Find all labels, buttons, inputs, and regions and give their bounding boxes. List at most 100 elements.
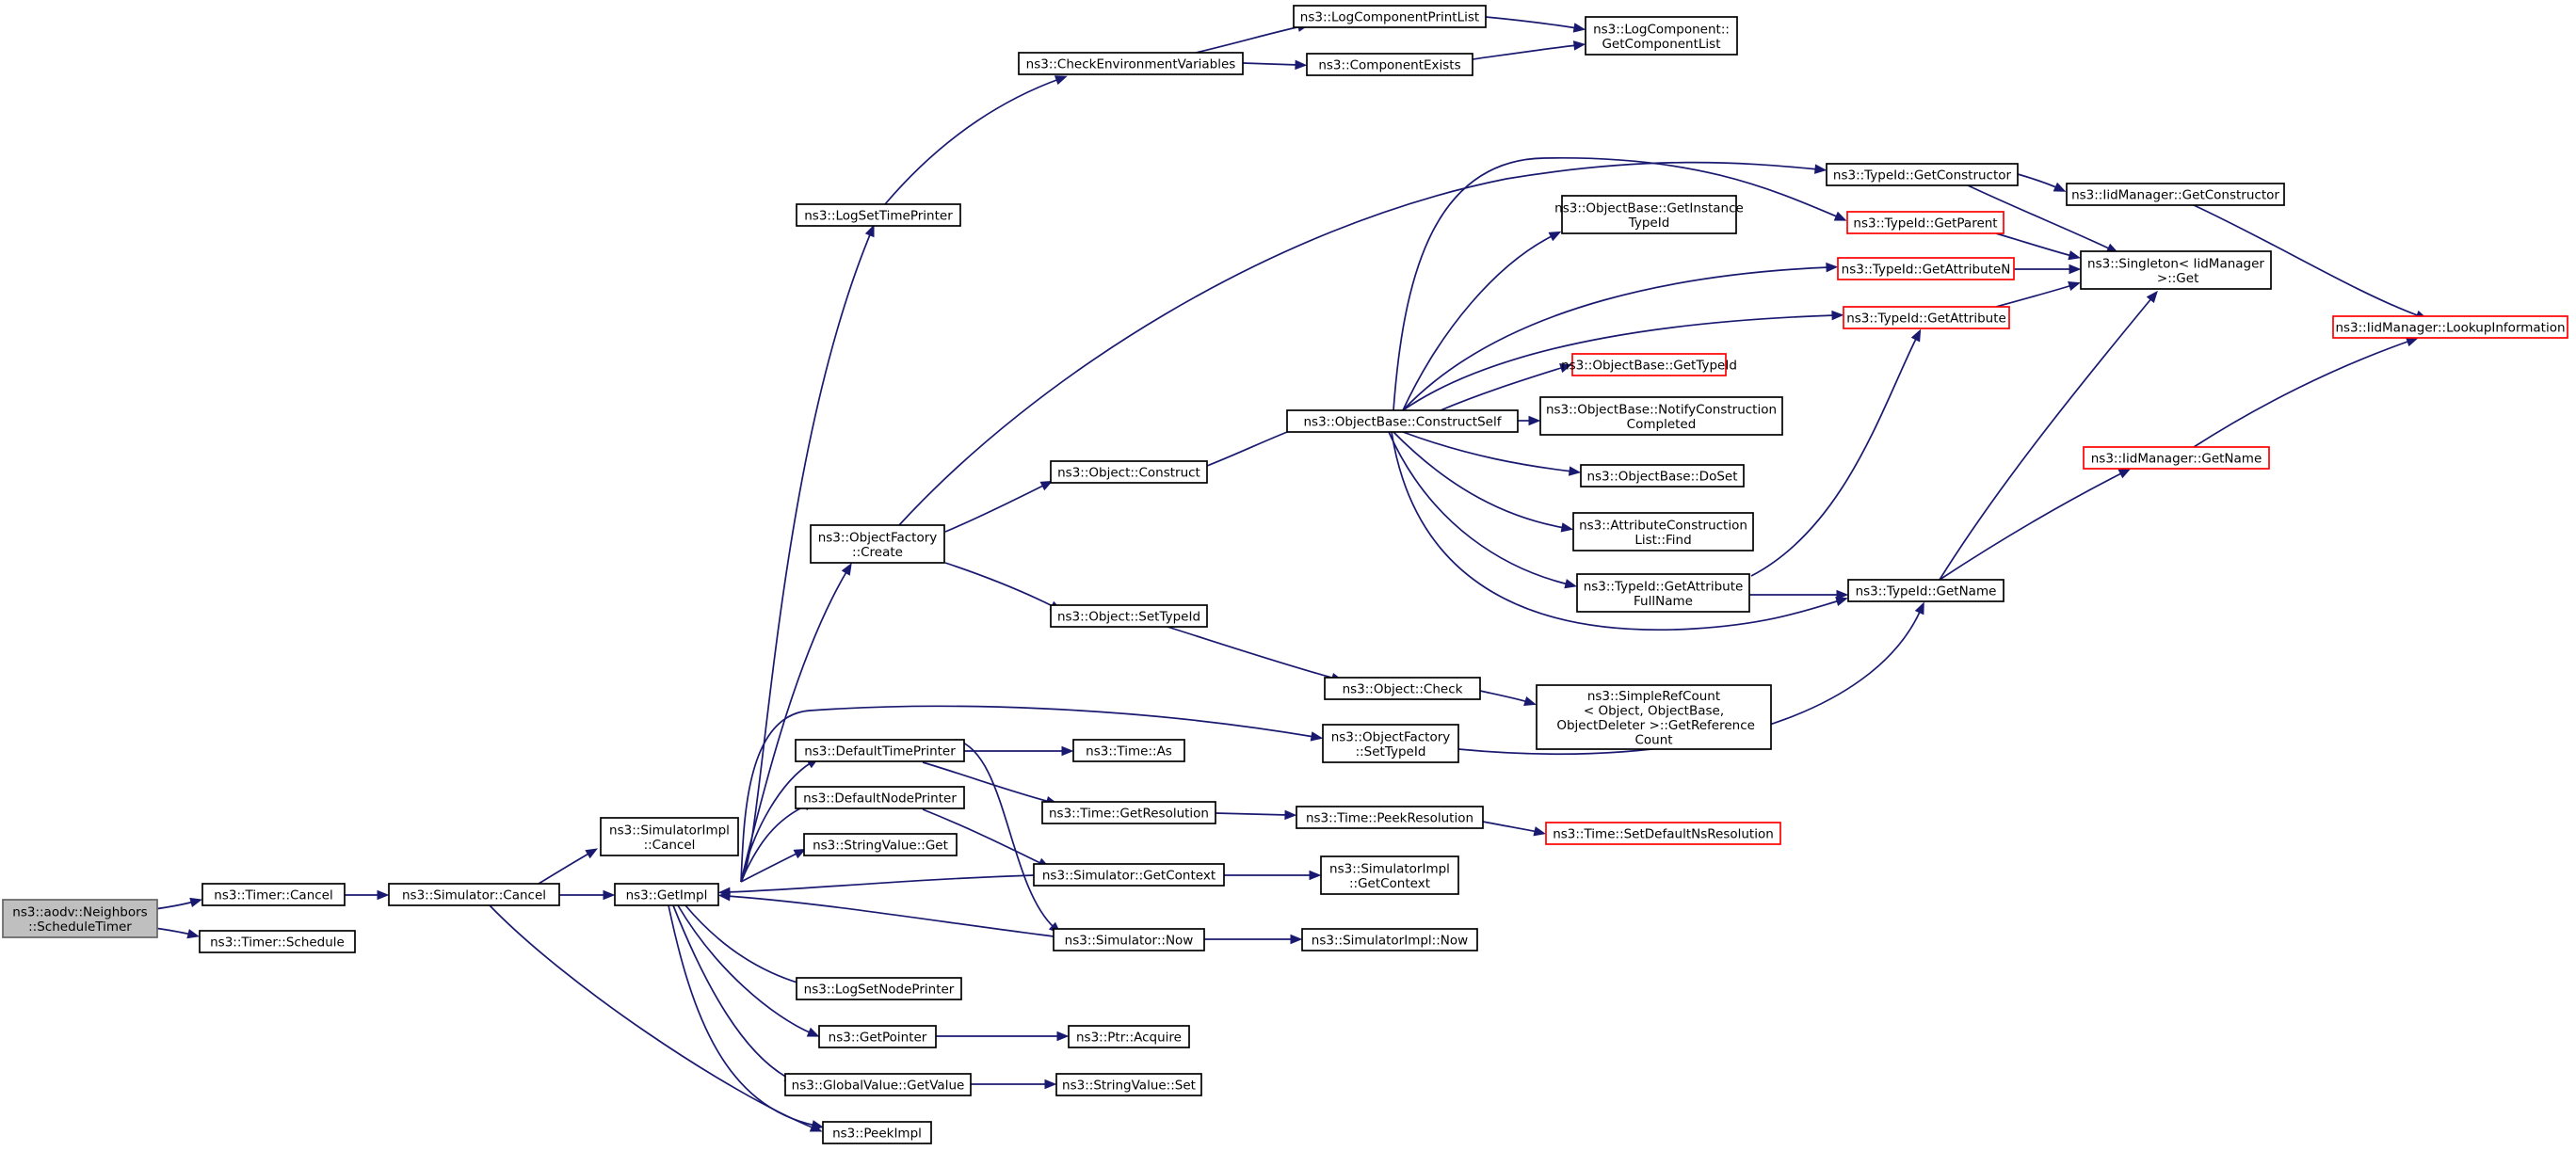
- node-label: ns3::Object::Check: [1343, 682, 1463, 697]
- edge-n38-to-n33: [1995, 232, 2082, 261]
- edge-arrowhead: [2053, 182, 2067, 192]
- function-node[interactable]: ns3::CheckEnvironmentVariables: [1018, 52, 1244, 75]
- node-label: TypeId: [1628, 216, 1670, 231]
- function-node[interactable]: ns3::ObjectFactory::Create: [810, 524, 945, 564]
- edge-line: [2193, 340, 2411, 448]
- function-node[interactable]: ns3::LogSetNodePrinter: [796, 977, 962, 1000]
- node-label: ns3::PeekImpl: [832, 1127, 922, 1142]
- node-label: ns3::TypeId::GetAttribute: [1584, 579, 1744, 594]
- edge-arrowhead: [1309, 870, 1322, 881]
- edge-n0-to-n1: [153, 897, 203, 910]
- edge-line: [1995, 232, 2073, 257]
- node-label: ns3::GetImpl: [626, 888, 708, 903]
- function-node[interactable]: ns3::ObjectBase::DoSet: [1580, 464, 1745, 488]
- edge-n29-to-n38: [1393, 156, 1847, 411]
- function-node[interactable]: ns3::TypeId::GetConstructor: [1826, 163, 2019, 186]
- node-box: [1571, 353, 1727, 376]
- edge-line: [922, 808, 1043, 865]
- function-node[interactable]: ns3::Simulator::Now: [1053, 928, 1205, 951]
- function-node[interactable]: ns3::Singleton< IidManager >::Get: [2080, 250, 2272, 290]
- function-node[interactable]: ns3::GetImpl: [614, 883, 719, 906]
- function-nodes: ns3::aodv::Neighbors::ScheduleTimerns3::…: [2, 5, 2568, 1144]
- function-node[interactable]: ns3::DefaultTimePrinter: [795, 739, 965, 762]
- edge-arrowhead: [2146, 290, 2158, 304]
- function-node[interactable]: ns3::DefaultNodePrinter: [795, 786, 965, 809]
- function-node[interactable]: ns3::Time::GetResolution: [1041, 801, 1216, 824]
- root-function-node[interactable]: ns3::aodv::Neighbors::ScheduleTimer: [2, 899, 158, 938]
- node-box: [2083, 446, 2270, 470]
- node-box: [2066, 183, 2285, 206]
- function-node[interactable]: ns3::LogComponentPrintList: [1293, 5, 1487, 28]
- function-node[interactable]: ns3::ObjectBase::ConstructSelf: [1286, 409, 1519, 433]
- function-node[interactable]: ns3::GlobalValue::GetValue: [784, 1073, 972, 1096]
- edge-line: [668, 904, 816, 1127]
- edge-line: [1195, 25, 1302, 54]
- function-node[interactable]: ns3::SimulatorImpl::Now: [1301, 928, 1478, 951]
- edge-line: [1402, 266, 1830, 411]
- function-node[interactable]: ns3::Time::SetDefaultNsResolution: [1545, 822, 1781, 845]
- function-node[interactable]: ns3::TypeId::GetParent: [1846, 211, 2004, 234]
- edge-arrowhead: [1310, 731, 1324, 742]
- function-node[interactable]: ns3::Ptr::Acquire: [1068, 1025, 1190, 1048]
- function-node[interactable]: ns3::LogSetTimePrinter: [796, 203, 961, 227]
- edge-n27-to-n28: [1472, 40, 1586, 60]
- function-node[interactable]: ns3::Object::Check: [1324, 677, 1481, 700]
- edge-n3-to-n4: [559, 889, 616, 901]
- function-node[interactable]: ns3::Object::SetTypeId: [1050, 604, 1208, 628]
- node-box: [388, 883, 560, 906]
- function-node[interactable]: ns3::Time::As: [1072, 739, 1185, 762]
- function-node[interactable]: ns3::Time::PeekResolution: [1296, 806, 1484, 829]
- node-box: [614, 883, 719, 906]
- function-node[interactable]: ns3::Timer::Cancel: [201, 883, 346, 906]
- function-node[interactable]: ns3::LogComponent::GetComponentList: [1585, 16, 1738, 56]
- edge-arrowhead: [806, 1027, 820, 1037]
- edge-line: [1440, 366, 1565, 411]
- function-node[interactable]: ns3::ComponentExists: [1306, 53, 1473, 76]
- function-node[interactable]: ns3::SimulatorImpl::GetContext: [1320, 855, 1459, 895]
- node-label: GetComponentList: [1602, 37, 1720, 52]
- node-label: ns3::Time::As: [1086, 744, 1172, 759]
- edge-n23-to-n4: [717, 874, 1035, 898]
- function-node[interactable]: ns3::PeekImpl: [822, 1121, 932, 1144]
- function-node[interactable]: ns3::ObjectBase::NotifyConstructionCompl…: [1539, 396, 1783, 436]
- node-label: ns3::ObjectBase::GetTypeId: [1561, 359, 1737, 374]
- function-node[interactable]: ns3::TypeId::GetName: [1847, 579, 2004, 602]
- function-node[interactable]: ns3::Object::Construct: [1050, 460, 1208, 484]
- node-label: ns3::DefaultNodePrinter: [803, 791, 957, 807]
- function-node[interactable]: ns3::StringValue::Get: [803, 833, 958, 856]
- node-label: ::GetContext: [1349, 876, 1430, 891]
- function-node[interactable]: ns3::Timer::Schedule: [199, 930, 356, 953]
- edge-line: [1242, 62, 1299, 66]
- edge-n4-to-n13: [677, 904, 820, 1037]
- edge-n9-to-n22: [955, 739, 1061, 935]
- function-node[interactable]: ns3::ObjectFactory::SetTypeId: [1322, 724, 1459, 763]
- function-node[interactable]: ns3::IidManager::GetName: [2083, 446, 2270, 470]
- edge-line: [1479, 690, 1529, 703]
- node-box: [1050, 604, 1208, 628]
- function-node[interactable]: ns3::TypeId::GetAttributeN: [1837, 257, 2015, 280]
- node-label: ObjectDeleter >::GetReference: [1553, 718, 1755, 733]
- function-node[interactable]: ns3::SimulatorImpl::Cancel: [600, 817, 739, 856]
- node-label: ns3::ObjectBase::ConstructSelf: [1304, 415, 1503, 430]
- node-box: [1580, 464, 1745, 488]
- function-node[interactable]: ns3::Simulator::Cancel: [388, 883, 560, 906]
- node-box: [1293, 5, 1487, 28]
- function-node[interactable]: ns3::SimpleRefCount< Object, ObjectBase,…: [1536, 684, 1772, 750]
- function-node[interactable]: ns3::GetPointer: [818, 1025, 937, 1048]
- edge-arrowhead: [864, 224, 875, 238]
- function-node[interactable]: ns3::TypeId::GetAttribute: [1843, 306, 2010, 329]
- node-label: ns3::LogComponent::: [1593, 22, 1730, 37]
- edge-arrowhead: [1295, 59, 1308, 71]
- node-label: List::Find: [1634, 533, 1691, 548]
- function-node[interactable]: ns3::StringValue::Set: [1055, 1073, 1202, 1096]
- function-node[interactable]: ns3::ObjectBase::GetTypeId: [1561, 353, 1737, 376]
- function-node[interactable]: ns3::Simulator::GetContext: [1033, 863, 1225, 887]
- edge-line: [153, 927, 192, 935]
- node-box: [796, 203, 961, 227]
- function-node[interactable]: ns3::IidManager::GetConstructor: [2066, 183, 2285, 206]
- function-node[interactable]: ns3::IidManager::LookupInformation: [2332, 315, 2568, 339]
